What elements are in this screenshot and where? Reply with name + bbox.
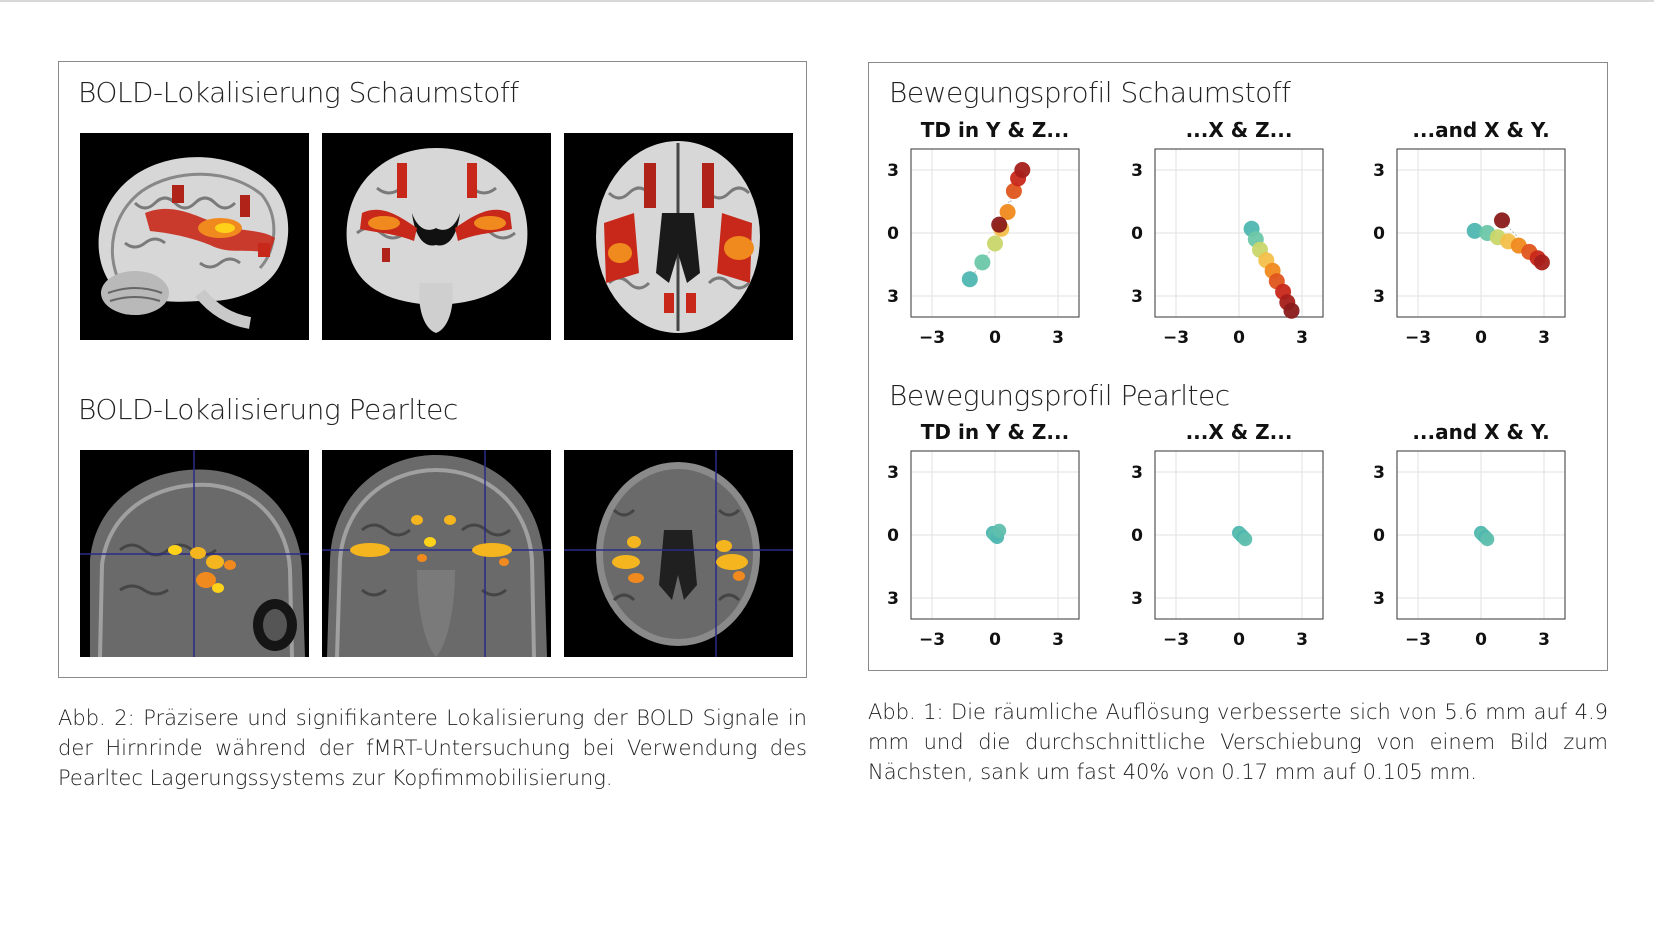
bold-localization-panel: BOLD-Lokalisierung Schaumstoff [58, 61, 807, 678]
x-tick-label: 3 [1052, 630, 1064, 650]
subplot-svg: TD in Y & Z... 3 0 3 −3 0 3 [887, 420, 1080, 650]
pearltec-coronal-scan [322, 450, 551, 657]
x-tick-label: 3 [1052, 328, 1064, 348]
x-tick-label: −3 [1163, 328, 1189, 348]
x-tick-label: −3 [919, 630, 945, 650]
data-point [961, 271, 978, 288]
top-rule [0, 0, 1654, 2]
x-tick-label: 0 [1233, 328, 1245, 348]
x-tick-label: −3 [919, 328, 945, 348]
data-point [991, 216, 1008, 233]
x-tick-label: 3 [1538, 328, 1550, 348]
motion-foam-title: Bewegungsprofil Schaumstoff [889, 76, 1291, 109]
x-tick-label: 0 [1475, 630, 1487, 650]
y-tick-label: 0 [887, 224, 899, 244]
plot-frame [910, 148, 1080, 318]
subplot-title: ...X & Z... [1186, 420, 1293, 444]
subplot-title: ...and X & Y. [1412, 118, 1549, 142]
x-tick-label: 3 [1296, 630, 1308, 650]
motion-profile-panel: Bewegungsprofil Schaumstoff Bewegungspro… [868, 62, 1608, 671]
subplot-svg: ...X & Z... 3 0 3 −3 0 3 [1131, 420, 1324, 650]
x-tick-label: 3 [1538, 630, 1550, 650]
plot-frame [1154, 450, 1324, 620]
motion-subplot-foam-3: ...and X & Y. 3 0 3 −3 0 3 [1355, 115, 1585, 353]
y-tick-label: 3 [1373, 589, 1385, 609]
y-tick-label: 3 [1373, 463, 1385, 483]
y-tick-label: 0 [1373, 526, 1385, 546]
y-tick-label: 3 [1131, 463, 1143, 483]
data-point [1494, 212, 1510, 229]
motion-subplot-pearltec-1: TD in Y & Z... 3 0 3 −3 0 3 [869, 417, 1099, 655]
motion-pearltec-title: Bewegungsprofil Pearltec [889, 379, 1230, 412]
pearltec-axial-scan [564, 450, 793, 657]
motion-subplot-pearltec-2: ...X & Z... 3 0 3 −3 0 3 [1113, 417, 1343, 655]
subplot-title: TD in Y & Z... [921, 420, 1069, 444]
y-tick-label: 3 [1373, 161, 1385, 181]
bold-foam-title: BOLD-Lokalisierung Schaumstoff [78, 76, 519, 109]
x-tick-label: −3 [1163, 630, 1189, 650]
plot-frame [910, 450, 1080, 620]
subplot-svg: ...and X & Y. 3 0 3 −3 0 3 [1373, 118, 1566, 348]
x-tick-label: 3 [1296, 328, 1308, 348]
y-tick-label: 0 [1131, 224, 1143, 244]
x-tick-label: 0 [1233, 630, 1245, 650]
y-tick-label: 0 [1373, 224, 1385, 244]
figure-caption-abb1: Abb. 1: Die räumliche Auflösung verbesse… [868, 700, 1608, 784]
data-point [987, 235, 1003, 252]
motion-subplot-pearltec-3: ...and X & Y. 3 0 3 −3 0 3 [1355, 417, 1585, 655]
subplot-title: ...X & Z... [1186, 118, 1293, 142]
foam-axial-scan [564, 133, 793, 340]
pearltec-sagittal-scan [80, 450, 309, 657]
bold-pearltec-title: BOLD-Lokalisierung Pearltec [78, 393, 458, 426]
data-point [999, 204, 1016, 220]
data-point [1533, 254, 1550, 271]
x-tick-label: −3 [1405, 328, 1431, 348]
y-tick-label: 0 [1131, 526, 1143, 546]
data-point [1005, 183, 1022, 199]
plot-frame [1154, 148, 1324, 318]
x-tick-label: 0 [989, 630, 1001, 650]
y-tick-label: 3 [1131, 589, 1143, 609]
subplot-svg: ...and X & Y. 3 0 3 −3 0 3 [1373, 420, 1566, 650]
data-point [992, 523, 1007, 538]
x-tick-label: 0 [1475, 328, 1487, 348]
subplot-title: ...and X & Y. [1412, 420, 1549, 444]
subplot-svg: ...X & Z... 3 0 3 −3 0 3 [1131, 118, 1324, 348]
subplot-title: TD in Y & Z... [921, 118, 1069, 142]
motion-subplot-foam-1: TD in Y & Z... 3 0 3 −3 0 3 [869, 115, 1099, 353]
data-point [1014, 162, 1031, 178]
data-point [1283, 302, 1300, 319]
data-point [1480, 532, 1495, 547]
y-tick-label: 3 [1131, 161, 1143, 181]
foam-sagittal-scan [80, 133, 309, 340]
data-point [1238, 532, 1253, 547]
y-tick-label: 3 [1373, 287, 1385, 307]
data-point [974, 254, 991, 271]
y-tick-label: 3 [887, 463, 899, 483]
x-tick-label: −3 [1405, 630, 1431, 650]
motion-subplot-foam-2: ...X & Z... 3 0 3 −3 0 3 [1113, 115, 1343, 353]
y-tick-label: 3 [887, 161, 899, 181]
y-tick-label: 3 [887, 589, 899, 609]
x-tick-label: 0 [989, 328, 1001, 348]
plot-frame [1396, 450, 1566, 620]
y-tick-label: 0 [887, 526, 899, 546]
plot-frame [1396, 148, 1566, 318]
data-point [1466, 222, 1483, 239]
figure-caption-abb2: Abb. 2: Präzisere und signifikantere Lok… [58, 706, 807, 790]
foam-coronal-scan [322, 133, 551, 340]
subplot-svg: TD in Y & Z... 3 0 3 −3 0 3 [887, 118, 1080, 348]
y-tick-label: 3 [887, 287, 899, 307]
y-tick-label: 3 [1131, 287, 1143, 307]
